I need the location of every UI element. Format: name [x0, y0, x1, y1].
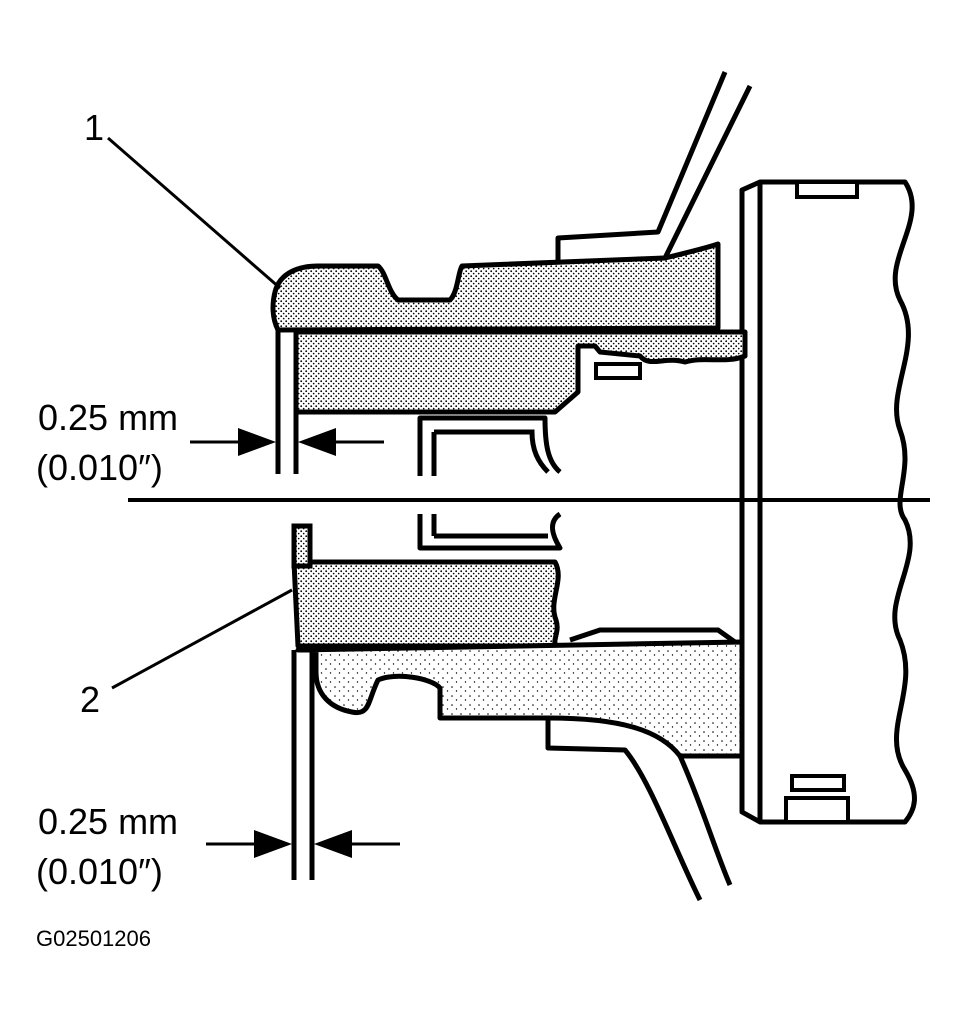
upper-bracket [555, 71, 753, 271]
dimension-arrows-bottom [206, 830, 400, 858]
callout-2: 2 [80, 679, 100, 720]
lower-base [295, 639, 745, 759]
upper-piston-part-1 [270, 241, 721, 333]
dimension-arrows-top [190, 428, 384, 456]
dimension-bottom-metric: 0.25 mm [38, 801, 178, 842]
lower-bracket [545, 718, 733, 902]
lower-clip [417, 511, 563, 551]
dimension-bottom-imperial: (0.010″) [36, 851, 163, 892]
plate-tab-bottom-2 [784, 796, 850, 824]
plate-tab-bottom-1 [790, 774, 846, 792]
lower-seal-part-2 [291, 559, 561, 649]
upper-small-tab [594, 362, 642, 380]
leader-line-2 [111, 588, 293, 690]
leader-line-1 [107, 136, 281, 290]
plate-tab-top [795, 180, 859, 199]
upper-clip [417, 415, 562, 476]
upper-body [293, 329, 748, 415]
lower-ramp [569, 627, 737, 645]
dimension-top-imperial: (0.010″) [36, 447, 163, 488]
lower-lip [291, 523, 313, 569]
callout-1: 1 [84, 107, 104, 148]
dimension-top-metric: 0.25 mm [38, 397, 178, 438]
figure-code: G02501206 [36, 926, 151, 951]
